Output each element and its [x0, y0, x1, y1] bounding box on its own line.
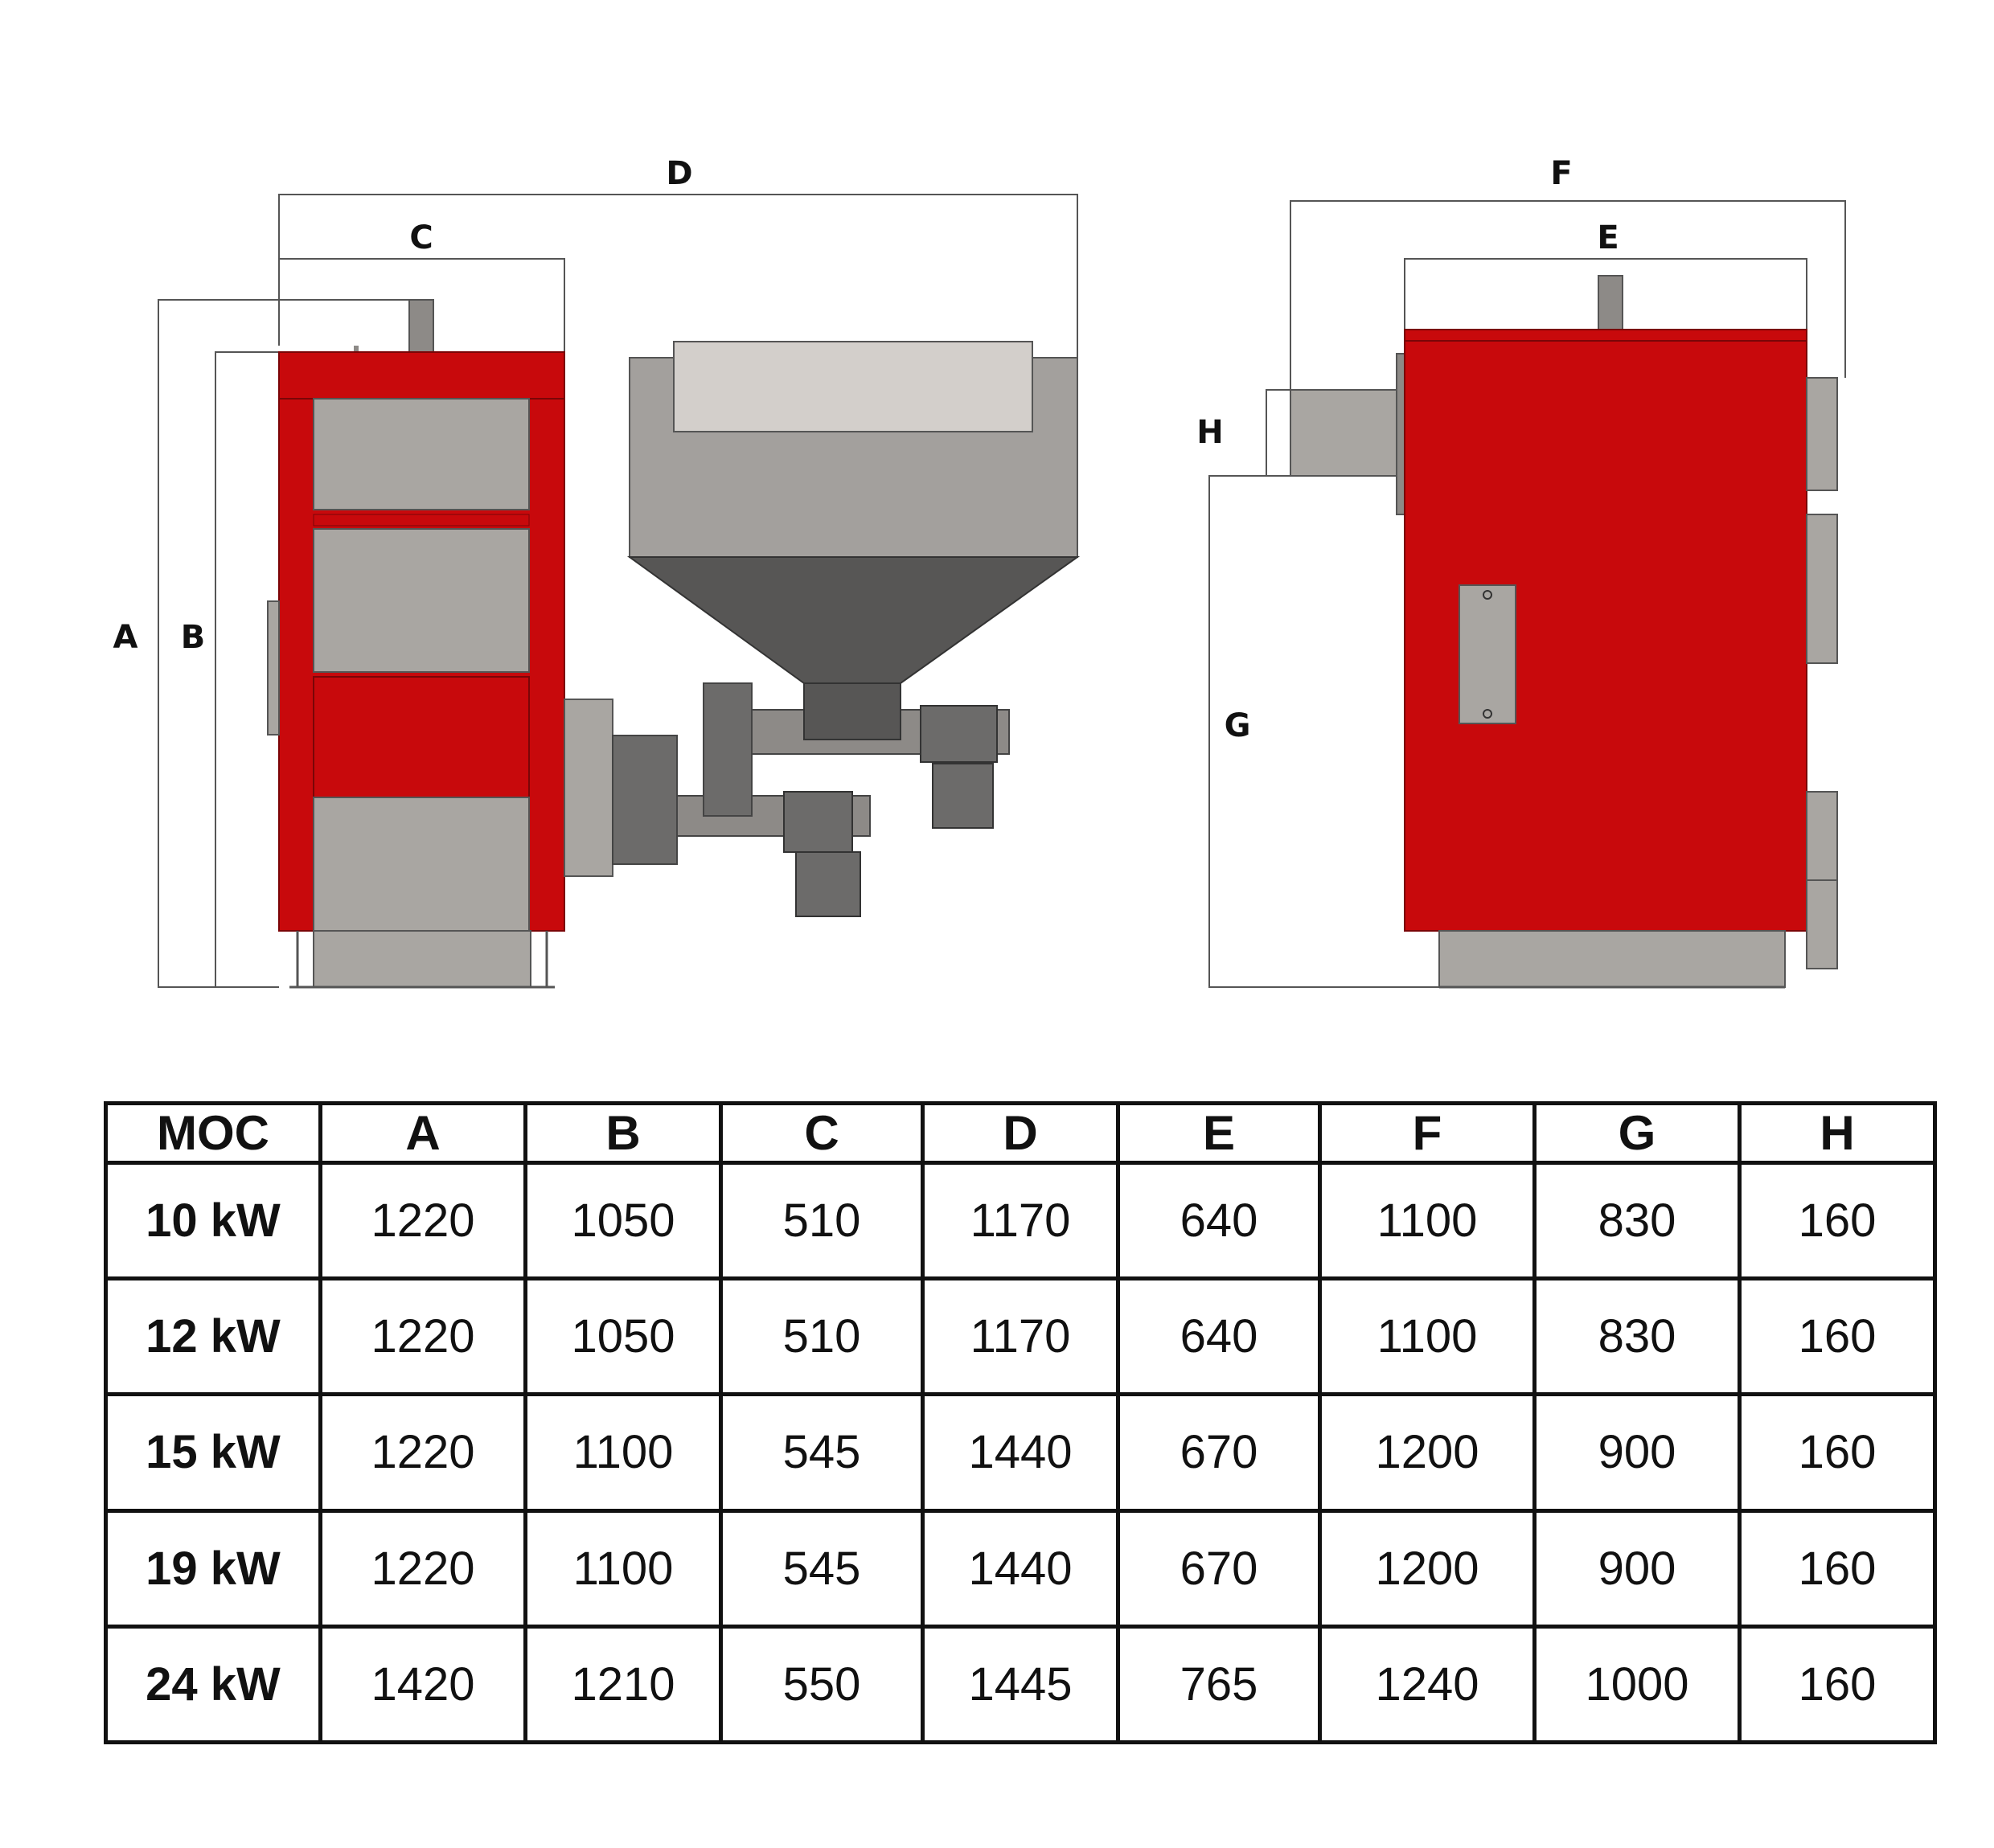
boiler-dimension-drawing: D C A B	[113, 155, 1846, 989]
dim-label-d: D	[666, 155, 692, 192]
table-cell: 1100	[1318, 1160, 1537, 1281]
table-cell: 1100	[523, 1508, 723, 1629]
table-cell: 15 kW	[104, 1392, 322, 1513]
header-cell-f: F	[1318, 1101, 1537, 1165]
table-header-row: MOC A B C D E F G H	[104, 1101, 1937, 1165]
table-cell: 1420	[318, 1624, 527, 1745]
table-cell: 640	[1116, 1276, 1322, 1397]
table-cell: 1170	[921, 1160, 1120, 1281]
table-cell: 670	[1116, 1392, 1322, 1513]
table-cell: 12 kW	[104, 1276, 322, 1397]
table-cell: 160	[1738, 1276, 1937, 1397]
table-cell: 10 kW	[104, 1160, 322, 1281]
table-cell: 1050	[523, 1160, 723, 1281]
table-row: 10 kW 1220 1050 510 1170 640 1100 830 16…	[104, 1160, 1937, 1281]
table-cell: 830	[1532, 1160, 1742, 1281]
table-cell: 765	[1116, 1624, 1322, 1745]
table-cell: 510	[719, 1276, 925, 1397]
table-cell: 510	[719, 1160, 925, 1281]
side-boiler-body	[1290, 275, 1838, 989]
table-cell: 900	[1532, 1392, 1742, 1513]
table-cell: 160	[1738, 1624, 1937, 1745]
table-cell: 1440	[921, 1508, 1120, 1629]
table-cell: 1220	[318, 1508, 527, 1629]
front-dimension-lines	[158, 194, 1078, 988]
header-cell-d: D	[921, 1101, 1120, 1165]
table-row: 19 kW 1220 1100 545 1440 670 1200 900 16…	[104, 1508, 1937, 1629]
dim-label-e: E	[1597, 219, 1619, 256]
table-row: 24 kW 1420 1210 550 1445 765 1240 1000 1…	[104, 1624, 1937, 1745]
dim-label-f: F	[1550, 155, 1572, 192]
dim-label-c: C	[409, 219, 433, 256]
dimensions-table: MOC A B C D E F G H 10 kW 1220 1050 510 …	[104, 1101, 1937, 1745]
header-cell-g: G	[1532, 1101, 1742, 1165]
table-cell: 640	[1116, 1160, 1322, 1281]
table-row: 15 kW 1220 1100 545 1440 670 1200 900 16…	[104, 1392, 1937, 1513]
table-cell: 830	[1532, 1276, 1742, 1397]
table-cell: 1100	[1318, 1276, 1537, 1397]
side-view: F E H G	[1196, 155, 1846, 989]
front-fuel-hopper	[626, 341, 1081, 740]
table-cell: 1240	[1318, 1624, 1537, 1745]
table-cell: 1220	[318, 1276, 527, 1397]
table-cell: 1210	[523, 1624, 723, 1745]
table-cell: 1220	[318, 1160, 527, 1281]
header-cell-moc: MOC	[104, 1101, 322, 1165]
table-cell: 900	[1532, 1508, 1742, 1629]
dim-label-a: A	[113, 619, 138, 656]
table-cell: 1220	[318, 1392, 527, 1513]
side-dimension-lines	[1208, 200, 1846, 988]
header-cell-b: B	[523, 1101, 723, 1165]
table-cell: 1000	[1532, 1624, 1742, 1745]
table-cell: 1050	[523, 1276, 723, 1397]
table-cell: 545	[719, 1392, 925, 1513]
dim-label-b: B	[181, 619, 206, 656]
table-cell: 160	[1738, 1508, 1937, 1629]
table-cell: 670	[1116, 1508, 1322, 1629]
table-cell: 1445	[921, 1624, 1120, 1745]
table-cell: 160	[1738, 1160, 1937, 1281]
header-cell-c: C	[719, 1101, 925, 1165]
table-cell: 550	[719, 1624, 925, 1745]
table-cell: 160	[1738, 1392, 1937, 1513]
front-boiler-body	[267, 299, 565, 989]
front-burner-assembly	[564, 682, 1010, 917]
dim-label-g: G	[1225, 707, 1251, 744]
table-cell: 1200	[1318, 1508, 1537, 1629]
table-cell: 1100	[523, 1392, 723, 1513]
dim-label-h: H	[1196, 414, 1223, 451]
header-cell-h: H	[1738, 1101, 1937, 1165]
header-cell-e: E	[1116, 1101, 1322, 1165]
header-cell-a: A	[318, 1101, 527, 1165]
front-view: D C A B	[113, 155, 1081, 989]
table-cell: 1200	[1318, 1392, 1537, 1513]
table-row: 12 kW 1220 1050 510 1170 640 1100 830 16…	[104, 1276, 1937, 1397]
table-cell: 1440	[921, 1392, 1120, 1513]
table-cell: 1170	[921, 1276, 1120, 1397]
table-cell: 19 kW	[104, 1508, 322, 1629]
table-cell: 24 kW	[104, 1624, 322, 1745]
table-cell: 545	[719, 1508, 925, 1629]
